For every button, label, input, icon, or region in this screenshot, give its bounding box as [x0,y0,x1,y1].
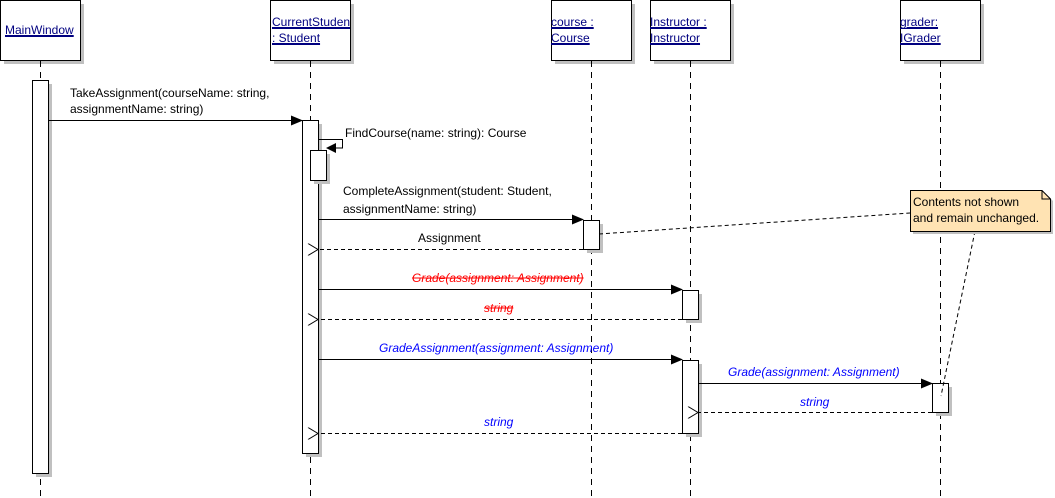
message-take-assignment[interactable]: TakeAssignment(courseName: string, assig… [48,86,303,126]
message-label: assignmentName: string) [70,102,203,116]
message-find-course[interactable]: FindCourse(name: string): Course [318,126,527,153]
lifeline-box[interactable] [551,0,632,61]
lifeline-title: course : [551,15,594,29]
lifeline-box[interactable] [270,0,351,61]
note-connector-course [598,212,911,235]
lifeline-title: CurrentStuden [272,15,350,29]
message-assignment-return[interactable]: Assignment [318,231,583,250]
activation-grader[interactable] [932,383,949,413]
message-label: Grade(assignment: Assignment) [728,365,900,379]
message-grade-assignment[interactable]: GradeAssignment(assignment: Assignment) [318,341,683,365]
message-string-return-instructor[interactable]: string [318,415,682,434]
activation-currentstudent-findcourse[interactable] [310,150,327,181]
lifeline-box[interactable] [650,0,731,61]
activation-instructor-grade-old[interactable] [682,290,699,320]
message-label: FindCourse(name: string): Course [345,126,527,140]
lifeline-title: Instructor [650,31,700,45]
activation-mainwindow[interactable] [32,80,49,474]
lifeline-title: grader: [900,15,938,29]
activation-instructor-gradeassignment[interactable] [682,360,699,434]
note-fold-corner [1041,190,1051,200]
lifeline-box[interactable] [900,0,981,61]
note-text: and remain unchanged. [913,211,1039,225]
message-grade-old[interactable]: Grade(assignment: Assignment) [318,271,683,295]
lifeline-course[interactable]: course : Course [551,0,635,498]
lifeline-grader[interactable]: grader: IGrader [900,0,984,498]
message-label: GradeAssignment(assignment: Assignment) [379,341,613,355]
lifeline-title: Instructor : [650,15,707,29]
note-box[interactable] [910,190,1051,232]
message-string-return-old[interactable]: string [318,301,682,320]
lifeline-instructor[interactable]: Instructor : Instructor [650,0,734,498]
lifeline-title: MainWindow [5,23,74,37]
message-string-return-grader[interactable]: string [698,395,932,413]
message-label: assignmentName: string) [343,202,476,216]
lifeline-title: IGrader [900,31,941,45]
message-label: string [800,395,830,409]
note-connector-grader [940,230,976,397]
message-label: CompleteAssignment(student: Student, [343,184,552,198]
activation-course[interactable] [583,220,600,250]
message-label: TakeAssignment(courseName: string, [70,86,269,100]
lifeline-mainwindow[interactable]: MainWindow [0,0,85,498]
message-grade-new[interactable]: Grade(assignment: Assignment) [698,365,933,389]
lifeline-currentstudent[interactable]: CurrentStuden : Student [270,0,355,498]
lifeline-box[interactable] [0,0,81,61]
note-text: Contents not shown [913,195,1019,209]
activation-currentstudent[interactable] [302,120,319,454]
lifeline-title: Course [551,31,590,45]
lifeline-title: : Student [272,31,321,45]
message-complete-assignment[interactable]: CompleteAssignment(student: Student, ass… [318,184,584,225]
arrowhead-icon [326,143,336,153]
message-label: string [484,415,514,429]
note-contents-unchanged[interactable]: Contents not shown and remain unchanged. [598,190,1053,397]
message-label: Assignment [418,231,481,245]
